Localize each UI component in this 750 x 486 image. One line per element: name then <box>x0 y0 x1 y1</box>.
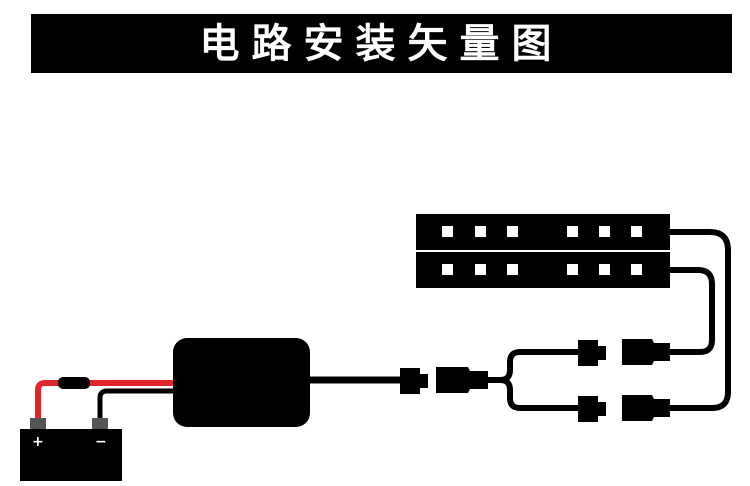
branch-connector-bottom-female <box>622 395 670 421</box>
main-connector-female <box>436 367 488 393</box>
led-strip-top-body <box>416 214 670 250</box>
led-chip <box>631 264 642 275</box>
positive-terminal <box>30 418 46 430</box>
fuse-holder <box>58 377 90 389</box>
led-chip <box>442 226 453 237</box>
branch-connector-top-female <box>622 339 670 365</box>
title-banner: 电路安装矢量图 <box>31 14 732 73</box>
negative-label: − <box>95 434 107 450</box>
led-chip <box>475 264 486 275</box>
negative-terminal <box>92 418 108 430</box>
led-strip-top <box>416 214 670 250</box>
main-connector-male <box>400 368 428 394</box>
led-chip <box>567 264 578 275</box>
battery-body <box>20 429 122 481</box>
led-chip <box>507 264 518 275</box>
branch-connector-top <box>578 339 670 366</box>
branch-connector-top-male <box>578 340 606 366</box>
led-strip-bottom <box>416 252 670 288</box>
wires <box>35 229 731 423</box>
main-connector <box>400 367 488 394</box>
negative-wire <box>97 388 183 423</box>
battery: + − <box>20 418 122 481</box>
splitter-wire <box>485 349 585 383</box>
strip-top-lead <box>665 229 731 411</box>
led-chip <box>507 226 518 237</box>
led-chip <box>599 264 610 275</box>
led-chip <box>475 226 486 237</box>
led-chip <box>442 264 453 275</box>
led-strip-bottom-body <box>416 252 670 288</box>
led-chip <box>567 226 578 237</box>
positive-label: + <box>32 434 44 450</box>
splitter-wire-lower <box>497 377 585 411</box>
led-chip <box>599 226 610 237</box>
controller-box <box>173 338 310 427</box>
led-chip <box>631 226 642 237</box>
branch-connector-bottom-male <box>578 396 606 422</box>
page-title: 电路安装矢量图 <box>199 20 564 67</box>
branch-connector-bottom <box>578 395 670 422</box>
strip-bottom-lead <box>665 267 715 355</box>
positive-wire <box>35 380 183 423</box>
